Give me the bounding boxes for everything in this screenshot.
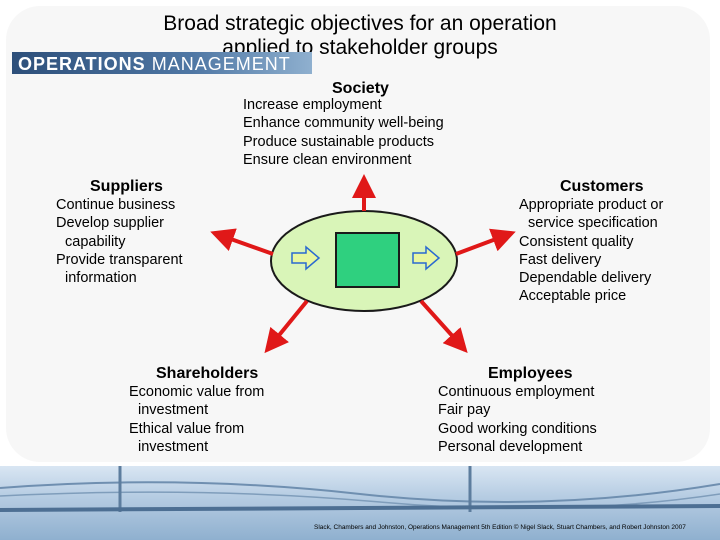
employees-objective: Personal development: [438, 438, 597, 456]
employees-objectives: Continuous employment Fair pay Good work…: [438, 383, 597, 456]
arrow-to-customers: [456, 233, 512, 254]
employees-objective: Good working conditions: [438, 420, 597, 438]
shareholders-objectives: Economic value from investment Ethical v…: [129, 383, 264, 456]
suppliers-heading: Suppliers: [90, 177, 163, 196]
copyright-credit: Slack, Chambers and Johnston, Operations…: [314, 524, 686, 531]
suppliers-objectives: Continue business Develop supplier capab…: [56, 196, 183, 287]
customers-objective: Fast delivery: [519, 251, 663, 269]
shareholders-heading: Shareholders: [156, 364, 258, 383]
arrow-to-suppliers: [214, 233, 273, 254]
shareholders-objective: Economic value from: [129, 383, 264, 401]
brand-logo-light: MANAGEMENT: [152, 54, 291, 74]
suppliers-objective: Continue business: [56, 196, 183, 214]
customers-objective: Dependable delivery: [519, 269, 663, 287]
suppliers-objective: information: [56, 269, 183, 287]
society-objective: Enhance community well-being: [243, 114, 444, 132]
customers-heading: Customers: [560, 177, 644, 196]
customers-objective: service specification: [519, 214, 663, 232]
suppliers-objective: capability: [56, 233, 183, 251]
suppliers-objective: Develop supplier: [56, 214, 183, 232]
arrow-to-shareholders: [267, 301, 307, 350]
operation-box: [336, 233, 399, 287]
society-objective: Produce sustainable products: [243, 133, 444, 151]
shareholders-objective: investment: [129, 438, 264, 456]
suppliers-objective: Provide transparent: [56, 251, 183, 269]
brand-logo: OPERATIONS MANAGEMENT: [18, 55, 291, 73]
customers-objective: Acceptable price: [519, 287, 663, 305]
society-objective: Ensure clean environment: [243, 151, 444, 169]
brand-logo-bold: OPERATIONS: [18, 54, 146, 74]
society-objectives: Increase employment Enhance community we…: [243, 96, 444, 169]
customers-objective: Appropriate product or: [519, 196, 663, 214]
arrow-to-employees: [421, 301, 465, 350]
society-objective: Increase employment: [243, 96, 444, 114]
employees-objective: Fair pay: [438, 401, 597, 419]
employees-heading: Employees: [488, 364, 572, 383]
customers-objective: Consistent quality: [519, 233, 663, 251]
shareholders-objective: Ethical value from: [129, 420, 264, 438]
employees-objective: Continuous employment: [438, 383, 597, 401]
shareholders-objective: investment: [129, 401, 264, 419]
customers-objectives: Appropriate product or service specifica…: [519, 196, 663, 306]
